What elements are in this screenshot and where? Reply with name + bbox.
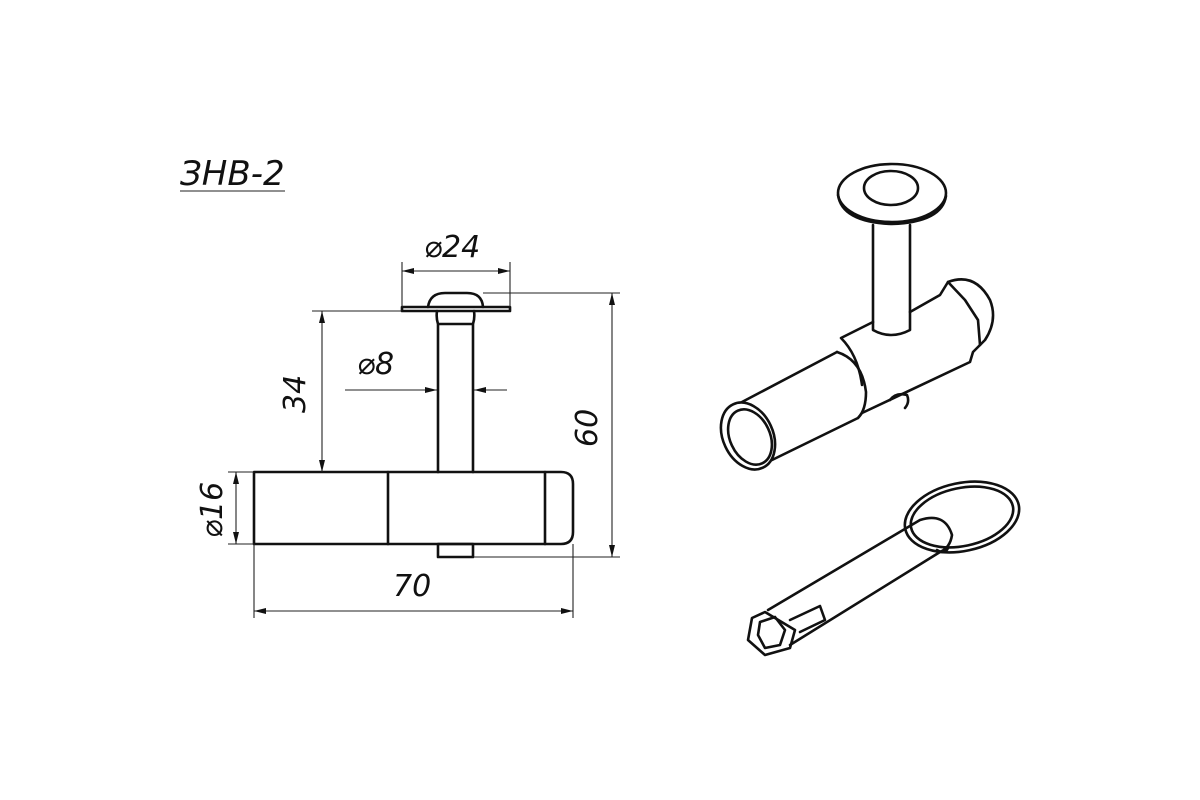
stem (435, 309, 476, 474)
isometric-key (746, 480, 1021, 657)
dim-label-16: ⌀16 (195, 482, 230, 538)
stem-bottom (436, 542, 475, 559)
dim-label-60: 60 (570, 409, 605, 447)
washer (400, 305, 512, 313)
drawing-title: ЗНВ-2 (180, 154, 285, 194)
dimension-body-diameter: ⌀16 (195, 471, 254, 545)
dimension-stem-diameter: ⌀8 (345, 347, 507, 393)
dim-label-70: 70 (393, 569, 431, 604)
washer-dome (426, 291, 485, 309)
dim-label-8: ⌀8 (357, 347, 394, 382)
dimension-washer-diameter: ⌀24 (401, 230, 511, 307)
front-view (252, 291, 575, 559)
body (252, 470, 575, 546)
dimension-body-length: 70 (253, 544, 574, 618)
dimension-total-height: 60 (474, 292, 620, 558)
dimension-stem-length: 34 (278, 310, 402, 472)
dim-label-24: ⌀24 (424, 230, 480, 265)
isometric-lock (719, 162, 995, 471)
dim-label-34: 34 (278, 375, 313, 413)
